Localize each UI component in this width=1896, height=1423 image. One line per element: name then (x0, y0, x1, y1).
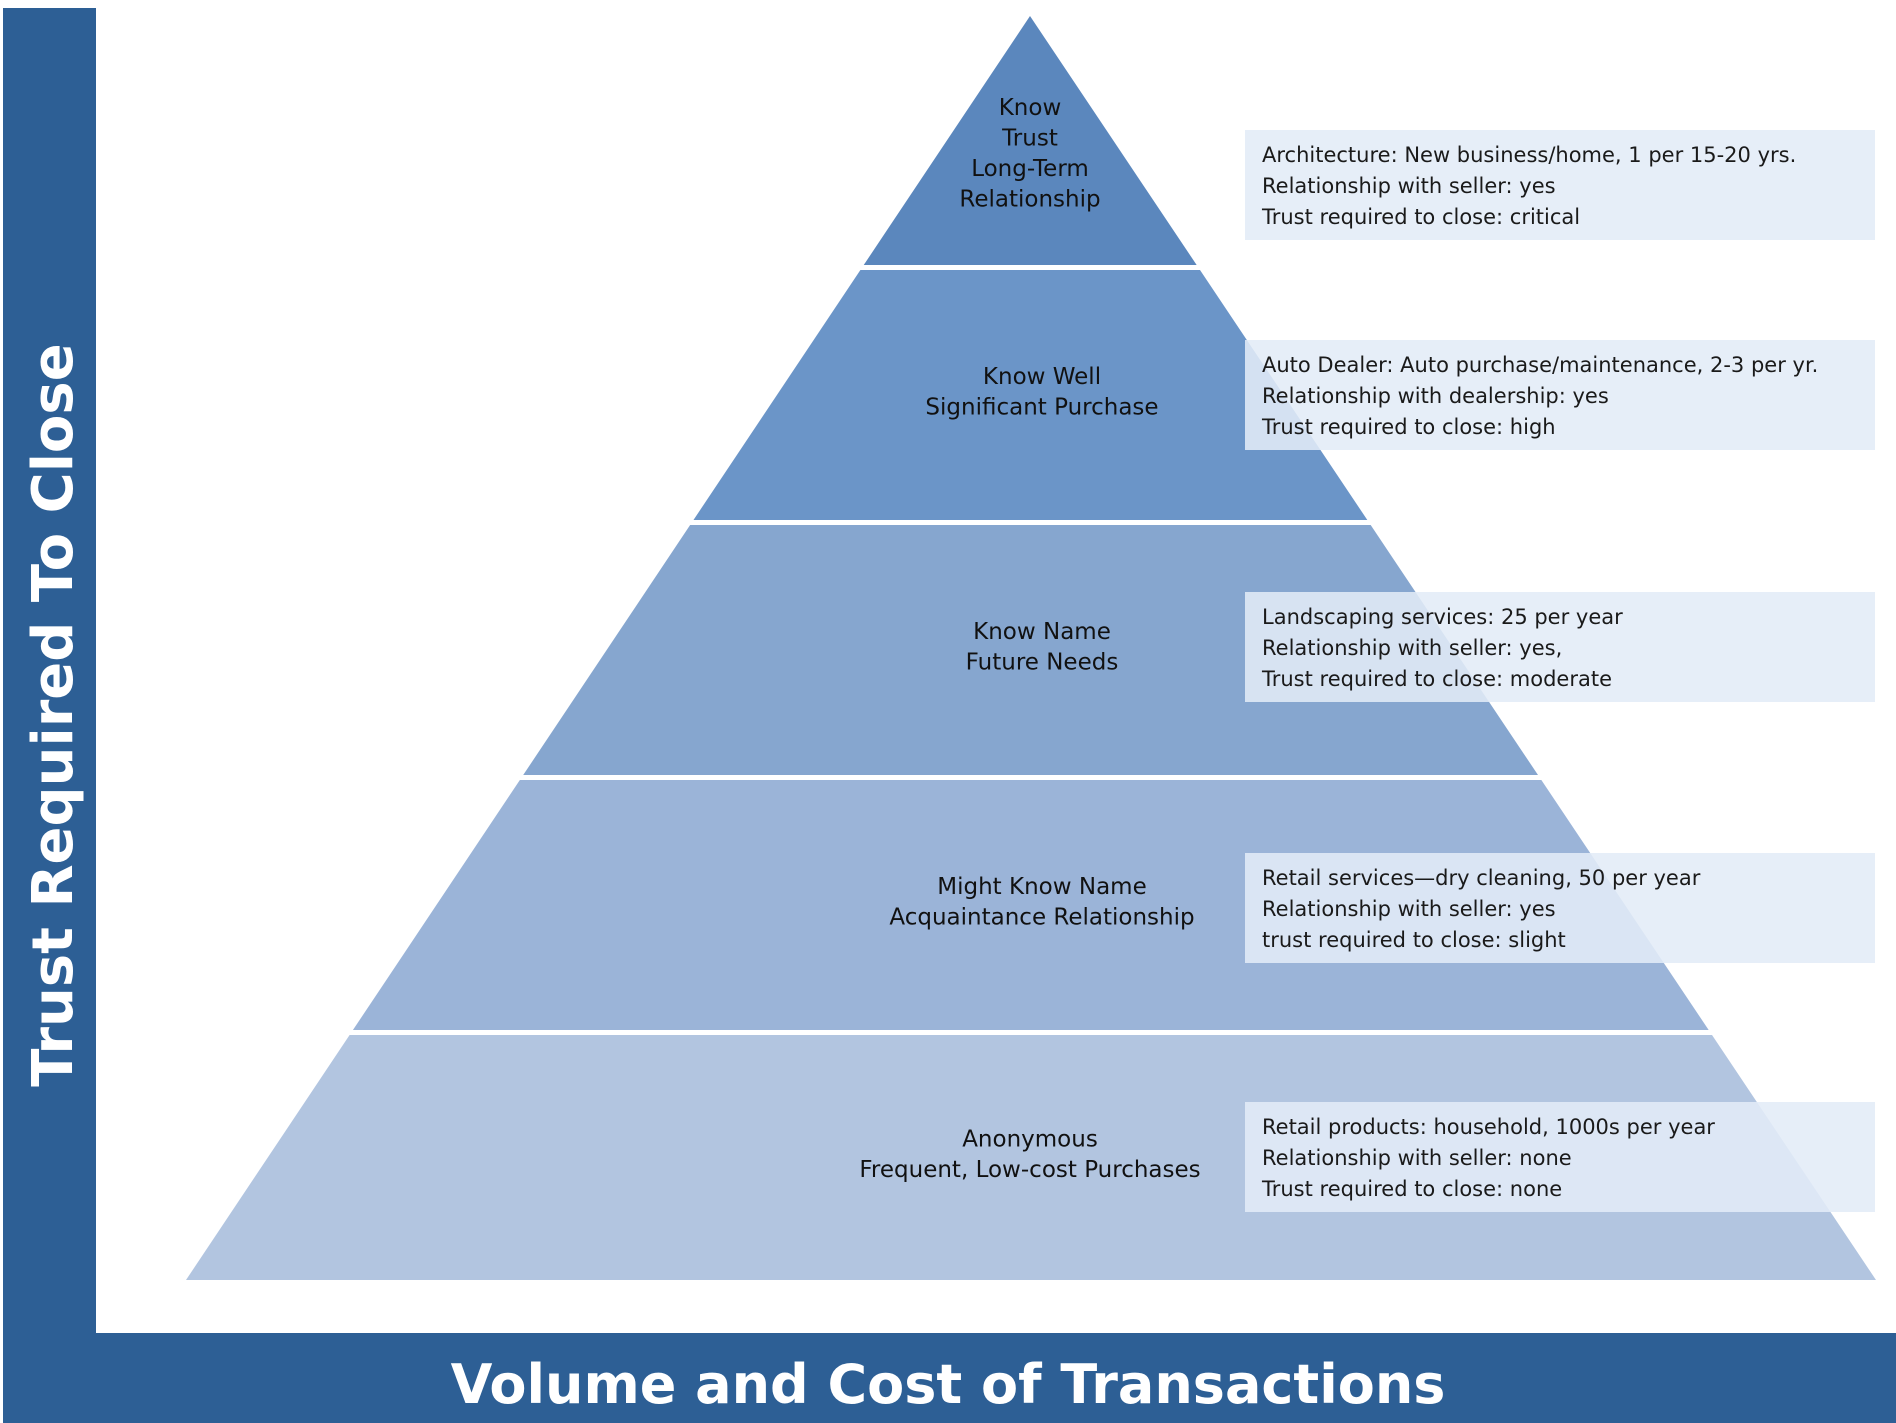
info-line: Relationship with seller: yes, (1262, 636, 1562, 660)
info-box-text-4: Retail services—dry cleaning, 50 per yea… (1262, 866, 1701, 952)
info-box-2 (1245, 340, 1875, 450)
pyramid-tier-4 (352, 780, 1709, 1030)
info-line: Relationship with dealership: yes (1262, 384, 1609, 408)
tier-label-line: Might Know Name (937, 874, 1146, 900)
info-box-text-1: Architecture: New business/home, 1 per 1… (1261, 143, 1796, 229)
info-line: Trust required to close: high (1261, 415, 1556, 439)
tier-label-line: Know Well (983, 364, 1101, 390)
pyramid-tier-5 (186, 1035, 1876, 1280)
y-axis-bar (3, 8, 96, 1423)
info-box-text-2: Auto Dealer: Auto purchase/maintenance, … (1261, 353, 1818, 439)
info-line: Auto Dealer: Auto purchase/maintenance, … (1262, 353, 1818, 377)
info-line: Trust required to close: moderate (1261, 667, 1612, 691)
info-line: Retail services—dry cleaning, 50 per yea… (1262, 866, 1701, 890)
pyramid-tier-1 (863, 16, 1197, 265)
tier-label-line: Significant Purchase (925, 394, 1158, 420)
pyramid-tier-2 (693, 270, 1368, 520)
info-line: Relationship with seller: none (1262, 1146, 1572, 1170)
info-line: Relationship with seller: yes (1262, 174, 1556, 198)
info-line: Relationship with seller: yes (1262, 897, 1556, 921)
info-line: Architecture: New business/home, 1 per 1… (1262, 143, 1796, 167)
tier-label-line: Anonymous (962, 1126, 1098, 1152)
tier-label-line: Relationship (959, 186, 1100, 212)
info-line: Trust required to close: none (1261, 1177, 1562, 1201)
info-box-5 (1245, 1102, 1875, 1212)
info-box-1 (1245, 130, 1875, 240)
info-boxes: Architecture: New business/home, 1 per 1… (1245, 130, 1875, 1212)
info-box-text-5: Retail products: household, 1000s per ye… (1261, 1115, 1715, 1201)
y-axis-title: Trust Required To Close (21, 343, 86, 1086)
info-box-3 (1245, 592, 1875, 702)
info-line: Retail products: household, 1000s per ye… (1262, 1115, 1715, 1139)
tier-label-line: Know (999, 95, 1062, 121)
tier-label-line: Frequent, Low-cost Purchases (859, 1157, 1200, 1183)
info-line: Trust required to close: critical (1261, 205, 1580, 229)
info-line: trust required to close: slight (1262, 928, 1566, 952)
tier-label-line: Long-Term (971, 156, 1089, 182)
info-box-4 (1245, 853, 1875, 963)
tier-label-line: Future Needs (966, 649, 1119, 675)
x-axis-bar (96, 1333, 1896, 1423)
info-line: Landscaping services: 25 per year (1262, 605, 1623, 629)
pyramid-tier-3 (523, 525, 1539, 775)
tier-label-line: Trust (1001, 125, 1058, 151)
tier-label-line: Acquaintance Relationship (889, 904, 1194, 930)
x-axis-title: Volume and Cost of Transactions (451, 1353, 1446, 1416)
tier-label-line: Know Name (973, 619, 1111, 645)
